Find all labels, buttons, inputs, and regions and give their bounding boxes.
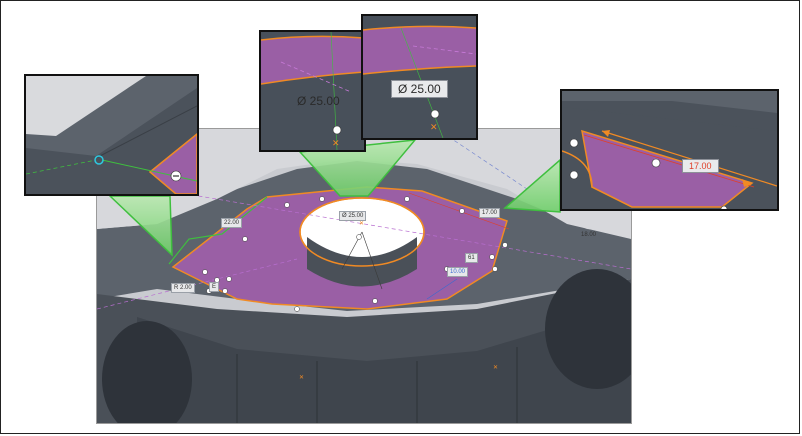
zoom-diameter-label-2[interactable]: Ø 25.00 bbox=[391, 80, 448, 98]
dimension-right-length[interactable]: 17.00 bbox=[479, 208, 501, 218]
svg-text:✕: ✕ bbox=[493, 365, 498, 371]
svg-text:✕: ✕ bbox=[359, 221, 364, 227]
dimension-width[interactable]: 22.00 bbox=[221, 218, 243, 228]
dimension-offset[interactable]: 61 bbox=[465, 253, 478, 263]
snap-point-icon bbox=[26, 76, 27, 77]
zoom-inset-top-left: ✕ Ø 25.00 bbox=[259, 30, 366, 152]
zoom-length-label[interactable]: 17.00 bbox=[682, 159, 719, 173]
dimension-far-right[interactable]: 18.00 bbox=[581, 232, 597, 238]
zoom-inset-top-right: ✕ Ø 25.00 bbox=[361, 14, 478, 140]
svg-text:✕: ✕ bbox=[299, 375, 304, 381]
svg-text:✕: ✕ bbox=[332, 138, 340, 148]
svg-text:✕: ✕ bbox=[430, 122, 438, 132]
dimension-small-box[interactable]: E bbox=[209, 282, 220, 292]
dimension-radius[interactable]: R 2.00 bbox=[171, 283, 195, 293]
model-canvas[interactable]: ✕ ✕ ✕ bbox=[97, 129, 631, 423]
dimension-offset-blue[interactable]: 10.00 bbox=[447, 267, 469, 277]
dimension-hole-diameter[interactable]: Ø 25.00 bbox=[339, 211, 367, 221]
zoom-diameter-label-1[interactable]: Ø 25.00 bbox=[297, 94, 340, 108]
zoom-inset-left bbox=[24, 74, 199, 196]
main-viewport[interactable]: ✕ ✕ ✕ 22.00 Ø 25.00 17.00 61 10.00 18.00… bbox=[96, 128, 632, 424]
zoom-inset-right: 17.00 bbox=[560, 89, 779, 211]
